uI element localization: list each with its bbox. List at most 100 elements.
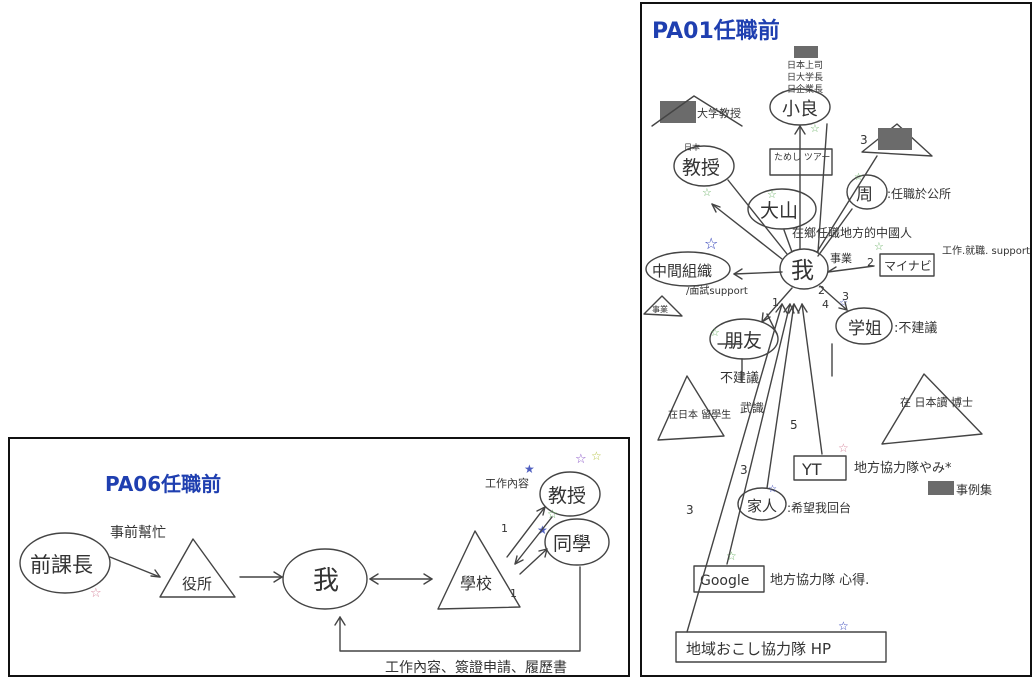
node-senior-label: 学姐 bbox=[848, 319, 882, 339]
node-zhou bbox=[846, 174, 888, 210]
label-japan-doctor: 在 日本讀 博士 bbox=[900, 395, 973, 409]
node-google-label: Google bbox=[700, 573, 749, 589]
num-five: 5 bbox=[790, 418, 798, 432]
node-school-label: 學校 bbox=[460, 574, 492, 593]
node-yt-label: YT bbox=[801, 460, 822, 479]
box-hp bbox=[675, 631, 887, 663]
label-shogyo-small: 事業 bbox=[652, 304, 668, 314]
label-yt-note-2: 事例集 bbox=[956, 482, 992, 497]
num-three: 3 bbox=[860, 133, 868, 147]
node-dashan-label: 大山 bbox=[760, 200, 798, 222]
box-mynavi bbox=[879, 253, 935, 277]
arrow-school-classmate bbox=[519, 548, 548, 575]
node-friend-label: 朋友 bbox=[724, 330, 762, 352]
blue-star-icon: ☆ bbox=[839, 298, 848, 309]
redacted-mark bbox=[928, 481, 954, 495]
label-tameshi: ためし ツアー bbox=[774, 152, 830, 163]
label-mynavi-note: 工作.就職. support bbox=[942, 244, 1030, 257]
label-bottom: 工作內容、簽證申請、履歷書 bbox=[385, 659, 567, 676]
label-zhou-note: :任職於公所 bbox=[887, 186, 951, 201]
num-two: 2 bbox=[818, 284, 825, 297]
label-help: 事前幫忙 bbox=[110, 524, 166, 541]
label-yt-note: 地方協力隊やみ* bbox=[854, 460, 952, 476]
green-star-icon: ☆ bbox=[726, 549, 737, 563]
node-office-label: 役所 bbox=[182, 575, 212, 593]
arrow-professor-school bbox=[514, 516, 553, 565]
arrowhead bbox=[536, 506, 546, 516]
node-office bbox=[159, 538, 236, 598]
blue-star-icon: ☆ bbox=[838, 619, 849, 633]
label-japan-small: 日本 bbox=[684, 142, 700, 152]
pa06-diagram-canvas: PA06任職前 前課長 ☆ 事前幫忙 役所 我 學校 教授 ☆ ☆ ★ ☆ 工作… bbox=[19, 449, 610, 676]
arrow-classmate-me bbox=[339, 566, 581, 652]
node-me bbox=[779, 248, 829, 290]
node-professor bbox=[673, 145, 735, 187]
node-xiaoliang bbox=[769, 88, 831, 126]
num-three: 3 bbox=[842, 290, 849, 303]
pa01-diagram-panel: PA01任職前 日本上司 日大学長 日企業長 小良 ☆ 大学教授 3 教授 日本… bbox=[640, 2, 1032, 677]
num-three: 3 bbox=[686, 503, 694, 517]
pa01-diagram-canvas: PA01任職前 日本上司 日大学長 日企業長 小良 ☆ 大学教授 3 教授 日本… bbox=[643, 18, 1030, 663]
node-former-chief bbox=[19, 532, 111, 594]
label-friend-note: 不建議 bbox=[720, 371, 759, 386]
redacted-mark bbox=[878, 128, 912, 150]
node-xiaoliang-label: 小良 bbox=[782, 99, 818, 120]
arrowhead bbox=[514, 555, 524, 565]
node-former-chief-label: 前課長 bbox=[30, 553, 93, 577]
blue-star-icon: ☆ bbox=[704, 234, 718, 253]
node-family-label: 家人 bbox=[747, 497, 777, 515]
node-family bbox=[737, 487, 787, 521]
node-me-label: 我 bbox=[313, 566, 339, 596]
green-star-icon: ☆ bbox=[810, 122, 820, 135]
label-google-note: 地方協力隊 心得. bbox=[770, 572, 869, 588]
label-intermediary-note: /面試support bbox=[686, 284, 748, 297]
label-chinese-note: 在鄉任職地方的中國人 bbox=[792, 225, 912, 240]
edges bbox=[686, 123, 878, 633]
arrow-chief-office bbox=[109, 556, 161, 578]
label-work-content: 工作內容 bbox=[485, 476, 529, 490]
blue-star-icon: ★ bbox=[524, 462, 535, 476]
label-family-note: :希望我回台 bbox=[787, 500, 851, 515]
redacted-mark bbox=[794, 46, 818, 58]
blue-star-icon: ☆ bbox=[768, 484, 777, 495]
node-zhou-label: 周 bbox=[856, 185, 873, 205]
arrowhead bbox=[273, 571, 283, 583]
box-tameshi bbox=[769, 148, 833, 176]
label-japan-student: 在日本 留學生 bbox=[668, 408, 731, 421]
small-triangle bbox=[643, 295, 683, 317]
num-one: 1 bbox=[501, 522, 508, 535]
triangle-japan-student bbox=[657, 375, 725, 441]
node-me-label: 我 bbox=[791, 258, 814, 284]
node-classmate-label: 同學 bbox=[553, 533, 591, 555]
node-mynavi-label: マイナビ bbox=[884, 259, 932, 273]
node-senior bbox=[835, 307, 893, 345]
label-xiaoliang-note-1: 日本上司 bbox=[787, 59, 823, 71]
arrowhead bbox=[334, 616, 346, 626]
pink-star-icon: ☆ bbox=[90, 586, 102, 601]
arrowhead bbox=[369, 573, 433, 585]
ut-professor-triangle bbox=[651, 95, 743, 127]
label-ut-professor: 大学教授 bbox=[697, 106, 741, 120]
box-yt bbox=[793, 455, 847, 481]
green-star-icon: ☆ bbox=[767, 188, 777, 201]
green-star-icon: ☆ bbox=[547, 507, 558, 521]
pa06-diagram-panel: PA06任職前 前課長 ☆ 事前幫忙 役所 我 學校 教授 ☆ ☆ ★ ☆ 工作… bbox=[8, 437, 630, 677]
green-star-icon: ☆ bbox=[874, 240, 884, 253]
node-professor bbox=[539, 471, 601, 517]
arrowhead bbox=[538, 548, 548, 558]
node-intermediary-label: 中間組織 bbox=[652, 262, 712, 280]
label-xiaoliang-note-2: 日大学長 bbox=[787, 71, 823, 83]
yellow-star-icon: ☆ bbox=[591, 449, 602, 463]
node-intermediary bbox=[645, 251, 731, 287]
green-star-icon: ☆ bbox=[854, 172, 863, 183]
label-senior-note: :不建議 bbox=[894, 321, 937, 336]
num-one: 1 bbox=[510, 587, 517, 600]
node-hp-label: 地域おこし協力隊 HP bbox=[686, 640, 831, 658]
num-two: 2 bbox=[867, 256, 874, 269]
redacted-mark bbox=[660, 101, 696, 123]
pa01-title: PA01任職前 bbox=[652, 18, 780, 44]
pink-star-icon: ☆ bbox=[838, 441, 849, 455]
num-one: 1 bbox=[772, 296, 779, 309]
num-three: 3 bbox=[740, 463, 748, 477]
node-school bbox=[437, 530, 521, 610]
